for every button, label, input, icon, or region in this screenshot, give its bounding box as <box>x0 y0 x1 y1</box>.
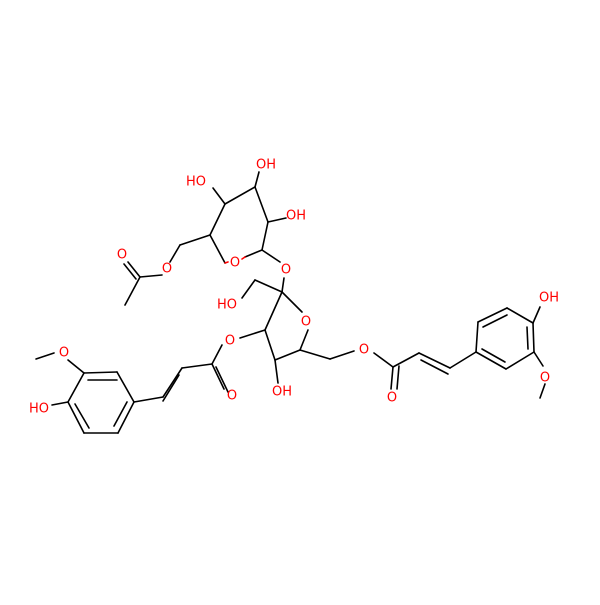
right-feruloyl-bonds <box>373 306 546 399</box>
bond <box>67 401 85 434</box>
bond <box>281 277 285 293</box>
bond <box>267 217 287 223</box>
bond <box>475 351 507 370</box>
bond <box>116 371 135 403</box>
bond <box>244 249 263 258</box>
bond <box>533 351 544 367</box>
atom-label: OH <box>286 209 306 224</box>
bond <box>224 186 256 205</box>
bond <box>224 261 229 264</box>
bond <box>113 401 128 427</box>
atom-label: O <box>162 262 172 277</box>
left-feruloyl-bonds <box>35 352 229 434</box>
atom-label: O <box>59 346 69 361</box>
bond <box>261 249 281 263</box>
bond <box>133 396 164 403</box>
bond <box>139 274 163 278</box>
atom-label: HO <box>186 175 206 190</box>
bond <box>127 261 141 278</box>
bond <box>505 351 535 370</box>
bond <box>117 401 135 434</box>
bond <box>532 322 535 353</box>
bond <box>124 276 141 306</box>
bond <box>169 244 181 263</box>
bond <box>420 359 449 375</box>
bond <box>181 363 213 369</box>
atom-label: HO <box>217 298 237 313</box>
bond <box>475 321 479 353</box>
bond <box>261 221 269 251</box>
bond <box>506 307 534 324</box>
bond <box>35 352 55 360</box>
bond <box>212 187 226 205</box>
bond <box>449 351 477 369</box>
bond <box>123 263 137 280</box>
bond <box>481 348 506 363</box>
bond <box>299 349 331 360</box>
bond <box>241 279 256 299</box>
bond <box>274 359 279 384</box>
bond <box>539 383 546 399</box>
bond <box>67 359 85 374</box>
bond <box>215 366 229 393</box>
atom-label: O <box>301 315 311 330</box>
bond <box>392 352 420 368</box>
bond <box>329 350 355 360</box>
bond <box>532 306 541 324</box>
atom-labels: HO OH OH O O O O HO O O O OH O O O HO OH… <box>29 158 559 417</box>
atom-label: O <box>387 391 397 406</box>
atom-label: O <box>227 389 237 404</box>
bond <box>83 371 118 374</box>
atom-label: HO <box>29 402 49 417</box>
bond <box>209 203 226 236</box>
bond <box>373 352 394 368</box>
bond <box>74 403 90 429</box>
bond <box>241 256 246 260</box>
bond <box>254 186 269 223</box>
bond <box>211 363 225 390</box>
bond <box>209 234 226 264</box>
atom-label: OH <box>272 385 292 400</box>
bond <box>281 291 303 313</box>
atom-label: OH <box>256 158 276 173</box>
bond <box>67 372 85 403</box>
atom-label: O <box>117 248 127 263</box>
bond <box>274 349 301 361</box>
furanose-ring-bonds <box>211 279 355 384</box>
bond <box>239 329 266 339</box>
bond <box>526 326 529 350</box>
bond <box>396 365 400 390</box>
atom-label: O <box>225 334 235 349</box>
bond <box>482 314 508 328</box>
atom-label: O <box>230 256 240 271</box>
atom-label: O <box>540 371 550 386</box>
bond <box>179 234 211 246</box>
bond <box>254 279 283 293</box>
bond <box>51 401 69 406</box>
bond <box>162 367 183 398</box>
bond <box>211 344 223 365</box>
glucose-ring-bonds <box>123 171 287 306</box>
bond <box>264 329 276 361</box>
bond <box>418 352 451 369</box>
bond <box>299 329 309 351</box>
atom-label: O <box>359 343 369 358</box>
bond <box>477 307 508 323</box>
bond <box>264 291 283 331</box>
bond <box>162 374 180 402</box>
atom-label: O <box>281 263 291 278</box>
bond <box>254 171 260 188</box>
atom-label: OH <box>539 291 559 306</box>
bond <box>390 366 394 390</box>
